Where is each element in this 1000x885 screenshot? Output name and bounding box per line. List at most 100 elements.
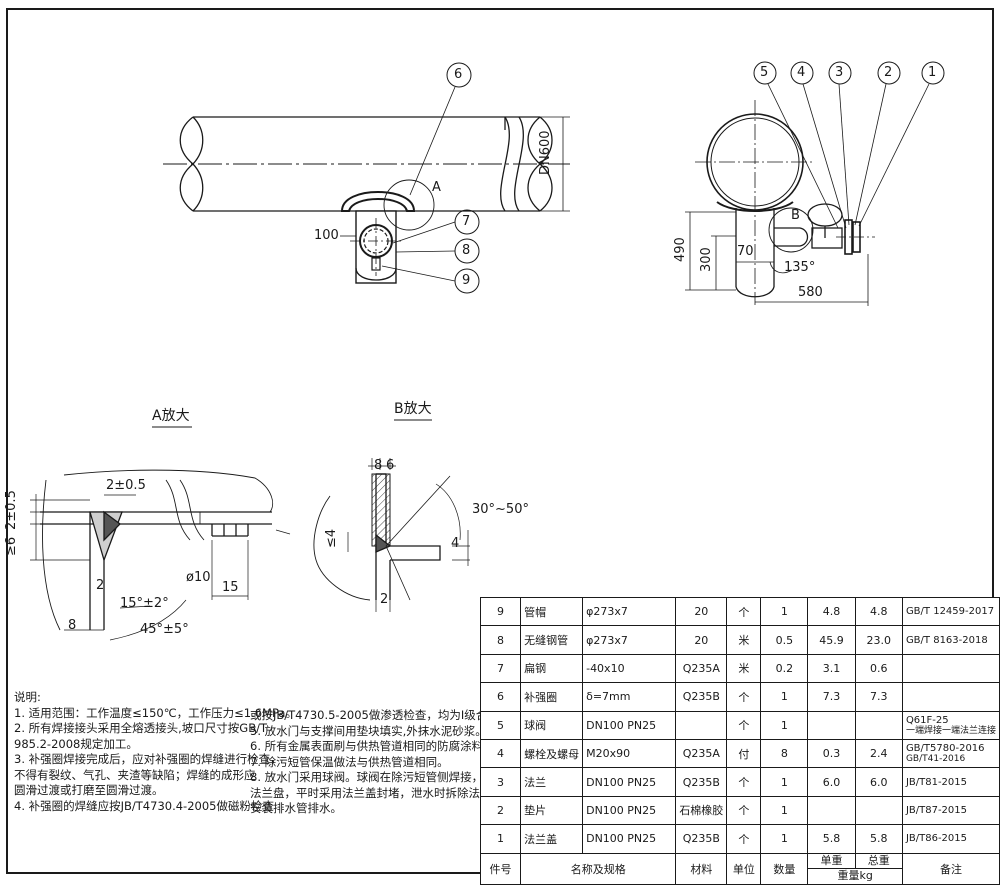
bom-cell-unit-weight <box>807 795 856 826</box>
bom-cell-total-weight: 5.8 <box>854 824 903 854</box>
bom-cell-unit: 个 <box>726 795 762 826</box>
bom-cell-name: 扁钢 <box>520 653 584 684</box>
bom-header-remark: 备注 <box>901 852 1000 885</box>
bom-cell-total-weight: 0.6 <box>854 653 903 684</box>
bom-header-unit: 单位 <box>726 852 762 885</box>
bom-cell-qty: 8 <box>760 738 809 769</box>
bom-cell-unit-weight: 4.8 <box>807 596 856 627</box>
bom-cell-no: 3 <box>479 767 522 797</box>
bom-header-weight: 单重总重重量kg <box>807 852 903 885</box>
note-line: 或按JB/T4730.5-2005做渗透检查，均为I级合格。 <box>250 708 511 722</box>
note-line: 法兰盘，平时采用法兰盖封堵，泄水时拆除法兰盖封堵， <box>250 785 538 800</box>
bom-cell-qty: 1 <box>760 596 809 627</box>
detail-a-dim-2: 2 <box>96 578 105 593</box>
bom-cell-spec: M20x90 <box>582 738 677 769</box>
notes-block: 说明: 1. 适用范围：工作温度≤150℃，工作压力≤1.6MPa。 2. 所有… <box>14 690 552 815</box>
bom-cell-unit-weight <box>807 710 856 740</box>
front-view <box>163 62 570 294</box>
bom-cell-remark: GB/T 12459-2017 <box>901 596 1000 627</box>
bom-cell-name: 垫片 <box>520 795 584 826</box>
bom-cell-no: 5 <box>479 710 522 740</box>
balloon-6-label: 6 <box>454 67 463 82</box>
balloon-5-label: 5 <box>760 65 769 80</box>
bom-header-qty: 数量 <box>760 852 809 885</box>
note-line: 6. 所有金属表面刷与供热管道相同的防腐涂料。 <box>250 739 495 753</box>
bom-cell-material: 20 <box>675 596 728 627</box>
note-line: 7. 除污短管保温做法与供热管道相同。 <box>250 754 449 769</box>
bom-cell-unit: 个 <box>726 824 762 854</box>
bom-header-weight-split: 单重总重 <box>808 854 902 870</box>
detail-a-angle-15: 15°±2° <box>120 596 169 611</box>
bom-cell-spec: φ273x7 <box>582 596 677 627</box>
bom-cell-name: 无缝钢管 <box>520 625 584 655</box>
note-line: 安装排水管排水。 <box>250 801 342 815</box>
bom-remark-line: GB/T 8163-2018 <box>905 634 988 646</box>
dim-490: 490 <box>673 237 688 262</box>
bom-cell-remark: JB/T87-2015 <box>901 795 1000 826</box>
bom-cell-qty: 1 <box>760 682 809 712</box>
bom-cell-material: Q235B <box>675 767 728 797</box>
detail-b-angle: 30°~50° <box>472 502 529 517</box>
note-line: 985.2-2008规定加工。 <box>14 736 138 751</box>
bom-cell-qty: 0.2 <box>760 653 809 684</box>
note-line: 2. 所有焊接接头采用全熔透接头,坡口尺寸按GB/T <box>14 721 267 735</box>
bom-cell-name: 法兰盖 <box>520 824 584 854</box>
bom-cell-material <box>675 710 728 740</box>
bom-cell-total-weight: 23.0 <box>854 625 903 655</box>
bom-remark-line: JB/T87-2015 <box>905 804 968 816</box>
detail-b-title: B放大 <box>394 401 432 417</box>
bom-cell-remark: JB/T81-2015 <box>901 767 1000 797</box>
detail-b-dim-6: 6 <box>386 458 395 473</box>
bom-cell-unit: 米 <box>726 653 762 684</box>
note-line: 3. 补强圈焊接完成后，应对补强圈的焊缝进行检查， <box>14 752 282 766</box>
detail-a-angle-45: 45°±5° <box>140 622 189 637</box>
side-view <box>685 61 945 306</box>
bom-cell-name: 管帽 <box>520 596 584 627</box>
bom-cell-total-weight: 6.0 <box>854 767 903 797</box>
bom-cell-total-weight <box>854 710 903 740</box>
detail-a-view <box>30 426 291 641</box>
detail-a-title: A放大 <box>152 408 190 424</box>
note-line: 5. 放水门与支撑间用垫块填实,外抹水泥砂浆。 <box>250 723 487 738</box>
bom-cell-unit-weight: 6.0 <box>807 767 856 797</box>
bom-cell-material: Q235B <box>675 824 728 854</box>
bom-cell-no: 8 <box>479 625 522 655</box>
bom-cell-material: Q235A <box>675 653 728 684</box>
bom-cell-unit: 个 <box>726 767 762 797</box>
bom-remark-line-2: GB/T41-2016 <box>905 754 966 765</box>
bom-remark-line: JB/T86-2015 <box>905 833 968 845</box>
bom-header-material: 材料 <box>675 852 728 885</box>
notes-right-column: 或按JB/T4730.5-2005做渗透检查，均为I级合格。 5. 放水门与支撑… <box>250 708 552 817</box>
balloon-9-label: 9 <box>462 273 471 288</box>
bom-cell-remark: GB/T 8163-2018 <box>901 625 1000 655</box>
balloon-4-label: 4 <box>797 65 806 80</box>
bom-cell-material: 石棉橡胶 <box>675 795 728 826</box>
bom-cell-spec: -40x10 <box>582 653 677 684</box>
balloon-1-label: 1 <box>928 65 937 80</box>
detail-b-dim-4: 4 <box>451 536 460 551</box>
bom-cell-unit: 付 <box>726 738 762 769</box>
note-line: 不得有裂纹、气孔、夹渣等缺陷；焊缝的成形应 <box>14 767 256 782</box>
bom-remark-line: GB/T 12459-2017 <box>905 606 995 618</box>
bom-cell-qty: 0.5 <box>760 625 809 655</box>
bom-cell-total-weight: 4.8 <box>854 596 903 627</box>
detail-a-dim-gap2: 2±0.5 <box>4 490 19 530</box>
bom-cell-spec: DN100 PN25 <box>582 795 677 826</box>
bom-cell-no: 2 <box>479 795 522 826</box>
bom-cell-spec: DN100 PN25 <box>582 767 677 797</box>
bom-cell-remark: JB/T86-2015 <box>901 824 1000 854</box>
bom-cell-name: 补强圈 <box>520 682 584 712</box>
bom-cell-qty: 1 <box>760 824 809 854</box>
bom-cell-no: 9 <box>479 596 522 627</box>
balloon-2-label: 2 <box>884 65 893 80</box>
bom-cell-unit-weight: 0.3 <box>807 738 856 769</box>
dim-580: 580 <box>798 285 823 300</box>
bom-header-total-weight: 总重 <box>867 854 890 868</box>
bom-cell-no: 7 <box>479 653 522 684</box>
